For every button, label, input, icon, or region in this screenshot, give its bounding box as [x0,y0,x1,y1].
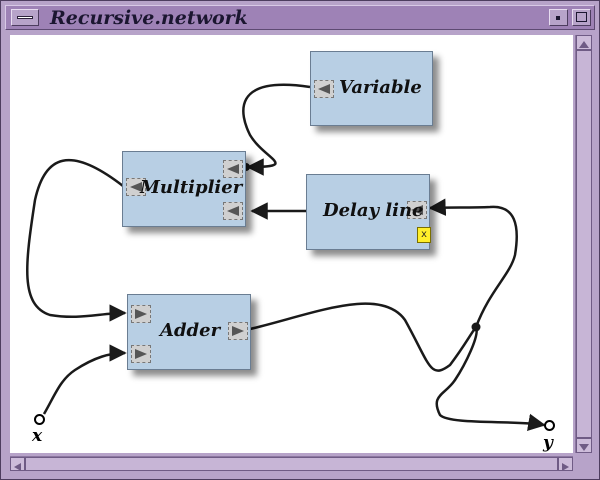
delay-line-input-port[interactable] [407,201,427,219]
input-terminal[interactable] [34,414,45,425]
node-variable[interactable]: Variable [310,51,433,126]
variable-output-port[interactable] [314,80,334,98]
input-terminal-label: x [32,426,43,446]
vertical-scrollbar[interactable] [575,35,592,453]
multiplier-label: Multiplier [140,177,243,198]
maximize-button[interactable] [572,9,591,26]
output-terminal-label: y [543,433,553,453]
window-menu-icon [17,16,33,19]
delay-line-badge[interactable]: x [417,227,431,243]
delay-line-label: Delay line [323,200,424,221]
chevron-left-icon [14,463,21,471]
scroll-up-button[interactable] [576,35,592,50]
multiplier-output-port[interactable] [126,178,146,196]
node-adder[interactable]: Adder [127,294,251,370]
wire-adder-to-output[interactable] [249,302,546,431]
wire-multiplier-to-adder[interactable] [26,158,127,322]
scroll-left-button[interactable] [10,457,25,471]
chevron-down-icon [579,444,589,451]
adder-input-port-2[interactable] [131,345,151,363]
wire-junction-to-delay[interactable] [428,198,518,328]
title-bar[interactable]: Recursive.network [5,5,595,30]
scroll-down-button[interactable] [576,438,592,453]
triangle-left-icon [227,206,239,216]
multiplier-input-port-2[interactable] [223,202,243,220]
output-terminal[interactable] [544,420,555,431]
window-title: Recursive.network [50,7,248,29]
node-delay-line[interactable]: Delay line x [306,174,431,250]
variable-label: Variable [339,77,422,98]
wire-junction-dot [471,322,481,332]
adder-label: Adder [160,320,221,341]
triangle-right-icon [232,326,244,336]
horizontal-scroll-thumb[interactable] [25,457,558,471]
adder-input-port-1[interactable] [131,305,151,323]
chevron-up-icon [579,41,589,48]
scroll-right-button[interactable] [558,457,573,471]
minimize-button[interactable] [549,9,568,26]
chevron-right-icon [562,463,569,471]
maximize-icon [576,12,587,22]
triangle-left-icon [130,182,142,192]
triangle-left-icon [227,164,239,174]
triangle-left-icon [411,205,423,215]
node-multiplier[interactable]: Multiplier [122,151,246,227]
triangle-right-icon [135,349,147,359]
triangle-right-icon [135,309,147,319]
vertical-scroll-thumb[interactable] [576,50,592,438]
wire-variable-to-multiplier[interactable] [242,83,311,176]
window-menu-button[interactable] [11,9,39,26]
wires-layer [26,83,546,431]
scrollbar-corner [575,456,592,471]
minimize-icon [556,16,560,20]
triangle-left-icon [318,84,330,94]
adder-output-port[interactable] [228,322,248,340]
network-canvas[interactable]: Variable Multiplier Delay line x Adder x… [10,35,573,453]
multiplier-input-port-1[interactable] [223,160,243,178]
horizontal-scrollbar[interactable] [10,456,573,471]
wire-input-to-adder[interactable] [42,344,127,415]
